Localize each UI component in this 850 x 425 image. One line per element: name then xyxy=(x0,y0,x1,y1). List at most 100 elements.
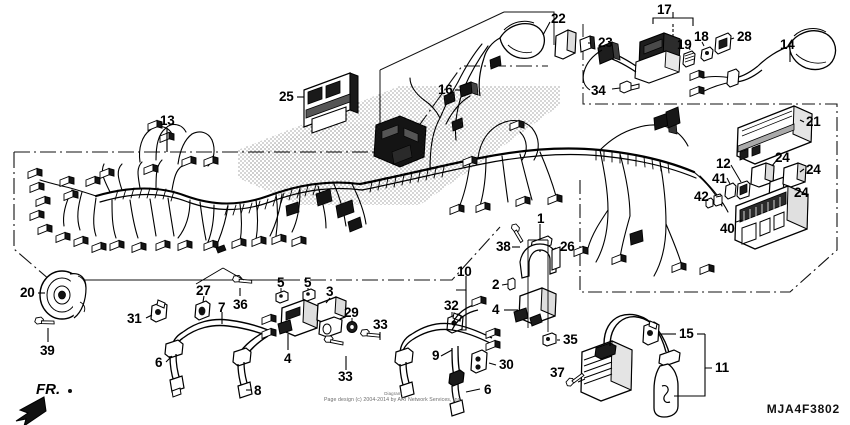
leader-24a xyxy=(771,160,777,167)
callout-23: 23 xyxy=(598,35,613,50)
leader-3 xyxy=(325,297,331,304)
part-2-pin xyxy=(507,277,516,291)
part-40-fuse-box xyxy=(734,185,809,250)
watermark-credit: Page design (c) 2004-2014 by ARI Network… xyxy=(324,396,462,403)
page-watermark: Diagram Page design (c) 2004-2014 by ARI… xyxy=(324,391,462,403)
leader-42 xyxy=(715,195,722,198)
leader-28 xyxy=(730,37,735,40)
callout-15: 15 xyxy=(679,326,694,341)
part-14-ignition-coil xyxy=(689,28,837,97)
part-5-nut-left xyxy=(275,290,289,304)
callout-24-c: 24 xyxy=(794,185,809,200)
group-boundary-13 xyxy=(13,65,548,281)
callout-31: 31 xyxy=(127,311,142,326)
callout-4-a: 4 xyxy=(284,351,292,366)
part-19-grommet xyxy=(682,50,696,68)
part-7-spark-plug-wire xyxy=(171,318,269,359)
callout-40: 40 xyxy=(720,221,735,236)
part-26-coil-bracket xyxy=(519,243,561,279)
group-bracket-11 xyxy=(674,333,712,397)
part-27-grommet xyxy=(194,300,211,321)
callout-28: 28 xyxy=(737,29,752,44)
leader-24b xyxy=(799,168,805,173)
leader-34 xyxy=(611,87,621,90)
callout-9: 9 xyxy=(432,348,440,363)
callout-18: 18 xyxy=(694,29,709,44)
callout-20: 20 xyxy=(20,285,35,300)
part-17-control-unit xyxy=(582,32,681,91)
callout-34: 34 xyxy=(591,83,606,98)
callout-27: 27 xyxy=(196,283,211,298)
part-21-junction-box xyxy=(736,105,813,165)
part-11-regulator-rectifier xyxy=(580,313,681,418)
callout-24-b: 24 xyxy=(806,162,821,177)
callout-37: 37 xyxy=(550,365,565,380)
callout-33-a: 33 xyxy=(373,317,388,332)
leader-36b xyxy=(222,267,245,281)
callout-17: 17 xyxy=(657,2,672,17)
callout-14: 14 xyxy=(780,37,795,52)
part-20-horn xyxy=(39,270,87,320)
leader-2 xyxy=(501,283,509,286)
group-boundary-22 xyxy=(379,11,555,148)
leader-9 xyxy=(440,349,453,357)
part-4-ignition-coil-left xyxy=(277,299,319,337)
part-35-nut xyxy=(542,332,557,347)
callout-24-a: 24 xyxy=(775,150,790,165)
part-8-plug-cap-right xyxy=(232,347,253,399)
part-23-relay xyxy=(554,29,596,60)
group-boundary-right xyxy=(579,103,838,293)
watermark-title: Diagram xyxy=(384,391,402,396)
callout-21: 21 xyxy=(806,114,821,129)
harness-main-connectors xyxy=(285,55,715,275)
callout-42: 42 xyxy=(694,189,709,204)
leader-19 xyxy=(688,45,691,51)
callout-19: 19 xyxy=(677,37,692,52)
callout-11: 11 xyxy=(715,360,729,375)
leader-12 xyxy=(730,164,742,183)
part-31-clamp xyxy=(150,299,168,323)
leader-37 xyxy=(577,378,586,383)
leader-30 xyxy=(488,362,497,366)
callout-29: 29 xyxy=(344,305,359,320)
part-16-connector xyxy=(459,81,479,98)
leader-31 xyxy=(145,314,153,319)
callout-35: 35 xyxy=(563,332,578,347)
callout-13: 13 xyxy=(160,113,175,128)
callout-38: 38 xyxy=(496,239,511,254)
group-bracket-17 xyxy=(652,12,694,36)
leader-26 xyxy=(551,247,557,251)
part-22-ignition-coil xyxy=(478,20,546,97)
leader-40 xyxy=(735,219,743,223)
part-12-clip xyxy=(736,180,751,200)
callout-8: 8 xyxy=(254,383,262,398)
front-direction-arrow xyxy=(15,389,72,425)
part-30-clamp xyxy=(470,349,488,374)
callout-3: 3 xyxy=(326,284,334,299)
callout-6-b: 6 xyxy=(484,382,492,397)
callout-36: 36 xyxy=(233,297,248,312)
callout-16: 16 xyxy=(438,82,453,97)
part-18-cap xyxy=(700,46,714,62)
callout-1: 1 xyxy=(537,211,545,226)
callout-5-b: 5 xyxy=(304,275,312,290)
part-5-nut-right xyxy=(302,288,316,302)
part-36-bolt xyxy=(231,273,254,289)
leader-21 xyxy=(799,119,805,123)
callout-6-a: 6 xyxy=(155,355,163,370)
callout-12: 12 xyxy=(716,156,731,171)
callout-32: 32 xyxy=(444,298,459,313)
callout-41: 41 xyxy=(712,171,727,186)
leader-41 xyxy=(726,177,731,185)
part-29-washer xyxy=(346,321,358,333)
part-6-plug-cap-left xyxy=(164,339,185,398)
callout-26: 26 xyxy=(560,239,575,254)
callout-30: 30 xyxy=(499,357,514,372)
leader-6b xyxy=(465,388,481,393)
part-41-terminal xyxy=(724,182,737,200)
callout-7: 7 xyxy=(218,300,226,315)
part-13-wire-harness-main xyxy=(269,43,729,277)
part-13-wire-harness-left xyxy=(39,123,363,243)
